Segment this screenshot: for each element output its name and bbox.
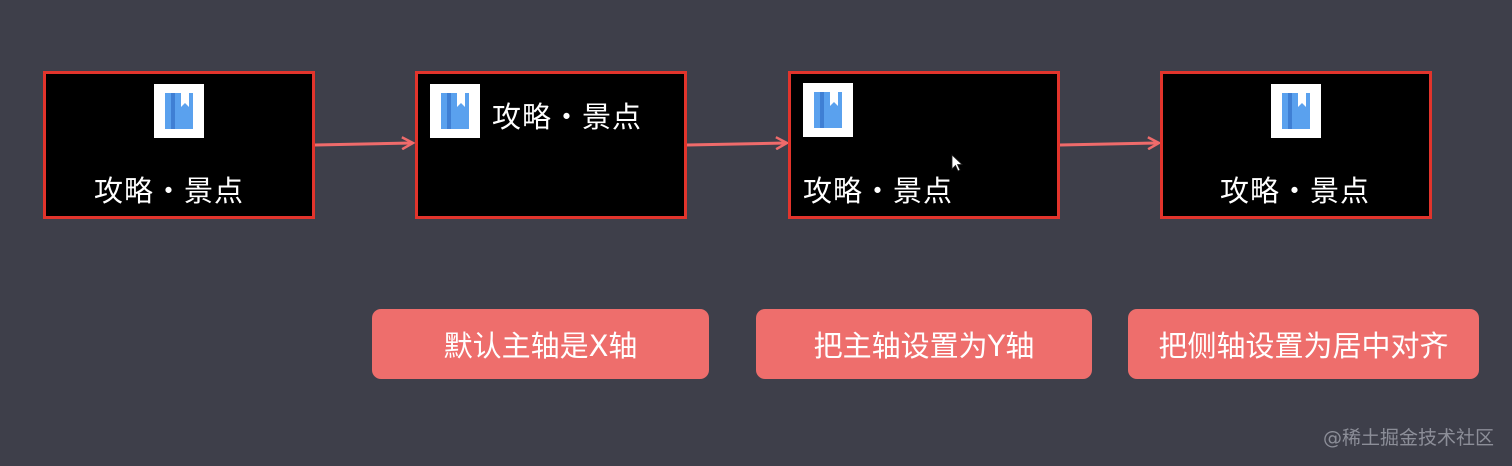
book-icon [154, 84, 204, 138]
watermark: @稀土掘金技术社区 [1322, 427, 1494, 449]
box-label: 攻略・景点 [94, 174, 245, 208]
mouse-cursor-icon [951, 154, 963, 172]
arrow-2 [686, 143, 786, 145]
arrow-3 [1059, 143, 1158, 145]
book-icon [430, 84, 480, 138]
book-icon [1271, 84, 1321, 138]
note-default-main-axis: 默认主轴是X轴 [372, 309, 709, 379]
flex-box-column-centered: 攻略・景点 [1160, 71, 1432, 219]
arrow-1 [314, 143, 412, 145]
flex-box-row: 攻略・景点 [415, 71, 687, 219]
flex-box-default: 攻略・景点 [43, 71, 315, 219]
box-label: 攻略・景点 [803, 174, 954, 208]
box-label: 攻略・景点 [492, 100, 643, 134]
box-label: 攻略・景点 [1220, 174, 1371, 208]
flex-box-column: 攻略・景点 [788, 71, 1060, 219]
note-cross-axis-center: 把侧轴设置为居中对齐 [1128, 309, 1479, 379]
book-icon [803, 83, 853, 137]
note-set-main-axis-y: 把主轴设置为Y轴 [756, 309, 1092, 379]
